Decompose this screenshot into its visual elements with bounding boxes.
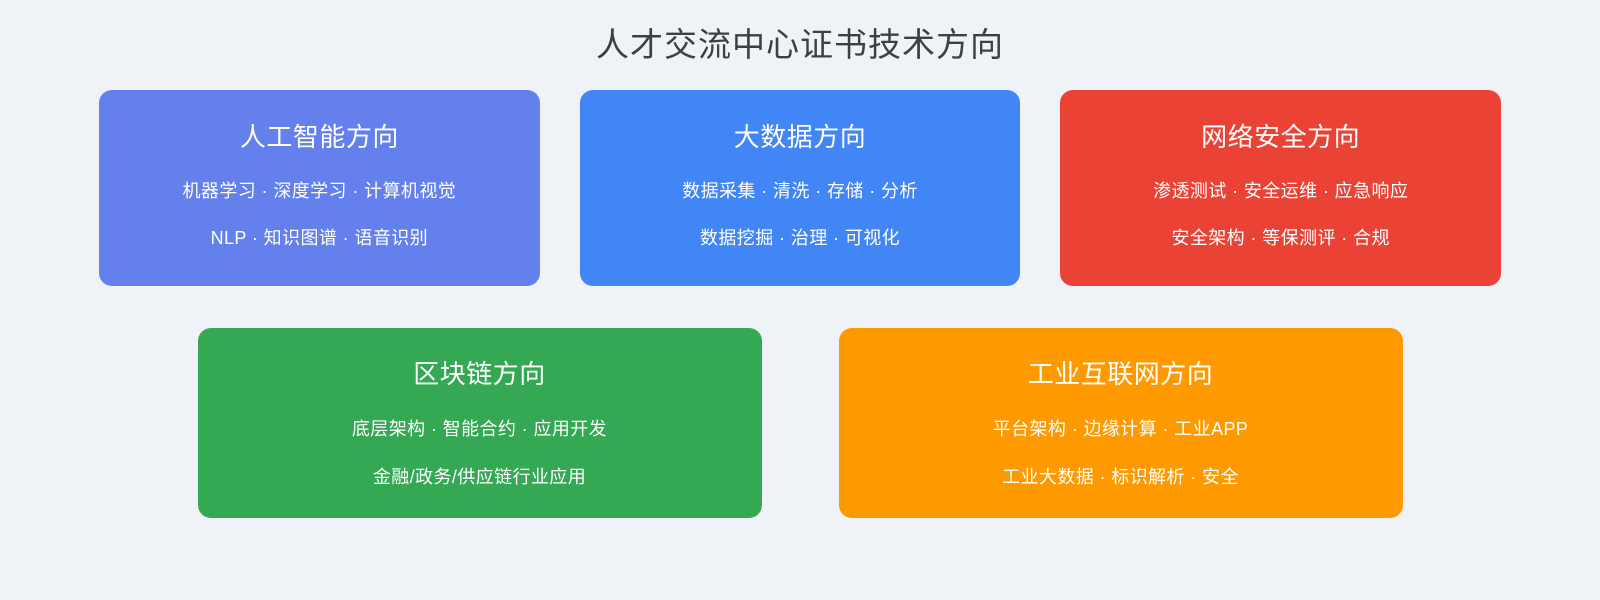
card-detail-line-1: 平台架构 · 边缘计算 · 工业APP [992, 419, 1249, 439]
card-detail-line-1: 数据采集 · 清洗 · 存储 · 分析 [682, 181, 918, 201]
card-blockchain[interactable]: 区块链方向 底层架构 · 智能合约 · 应用开发 金融/政务/供应链行业应用 [197, 328, 762, 518]
card-network-security[interactable]: 网络安全方向 渗透测试 · 安全运维 · 应急响应 安全架构 · 等保测评 · … [1060, 90, 1502, 286]
page-title: 人才交流中心证书技术方向 [596, 26, 1004, 63]
card-detail-line-1: 底层架构 · 智能合约 · 应用开发 [351, 419, 608, 439]
card-detail-line-1: 机器学习 · 深度学习 · 计算机视觉 [182, 181, 457, 201]
card-big-data[interactable]: 大数据方向 数据采集 · 清洗 · 存储 · 分析 数据挖掘 · 治理 · 可视… [579, 90, 1021, 286]
card-ai[interactable]: 人工智能方向 机器学习 · 深度学习 · 计算机视觉 NLP · 知识图谱 · … [99, 90, 540, 286]
card-industrial-internet[interactable]: 工业互联网方向 平台架构 · 边缘计算 · 工业APP 工业大数据 · 标识解析… [838, 328, 1403, 518]
card-detail-line-1: 渗透测试 · 安全运维 · 应急响应 [1153, 181, 1409, 201]
card-title: 区块链方向 [413, 359, 546, 389]
card-detail-line-2: NLP · 知识图谱 · 语音识别 [210, 228, 429, 248]
top-row: 人工智能方向 机器学习 · 深度学习 · 计算机视觉 NLP · 知识图谱 · … [0, 90, 1600, 286]
card-detail-line-2: 安全架构 · 等保测评 · 合规 [1171, 228, 1390, 248]
card-title: 网络安全方向 [1201, 122, 1361, 152]
bottom-row: 区块链方向 底层架构 · 智能合约 · 应用开发 金融/政务/供应链行业应用 工… [0, 328, 1600, 518]
card-title: 大数据方向 [733, 122, 867, 152]
card-title: 人工智能方向 [239, 122, 399, 152]
card-detail-line-2: 工业大数据 · 标识解析 · 安全 [1002, 467, 1239, 487]
card-title: 工业互联网方向 [1027, 359, 1214, 389]
card-detail-line-2: 金融/政务/供应链行业应用 [372, 467, 587, 487]
cards-container: 人工智能方向 机器学习 · 深度学习 · 计算机视觉 NLP · 知识图谱 · … [0, 90, 1600, 518]
card-detail-line-2: 数据挖掘 · 治理 · 可视化 [700, 228, 900, 248]
